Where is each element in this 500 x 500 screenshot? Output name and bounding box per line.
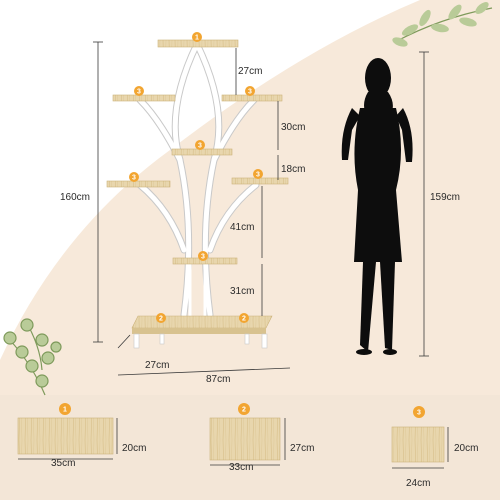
shelf-3-depth: 20cm bbox=[454, 443, 478, 454]
dim-gap-4: 41cm bbox=[230, 222, 254, 233]
shelf-board-2 bbox=[209, 417, 281, 461]
badge-icon: 3 bbox=[129, 172, 139, 182]
badge-icon: 3 bbox=[134, 86, 144, 96]
shelf-1-depth: 20cm bbox=[122, 443, 146, 454]
badge-icon: 2 bbox=[238, 403, 250, 415]
dim-gap-3: 18cm bbox=[281, 164, 305, 175]
shelf-size-panel-1: 1 20cm 35cm bbox=[17, 403, 146, 469]
dim-gap-5: 31cm bbox=[230, 286, 254, 297]
base-front bbox=[132, 328, 266, 334]
shelf-2-width: 33cm bbox=[229, 462, 253, 473]
leaf-decoration-top-right bbox=[392, 2, 493, 47]
svg-text:3: 3 bbox=[417, 410, 421, 417]
badge-icon: 2 bbox=[156, 313, 166, 323]
dim-person-height: 159cm bbox=[430, 192, 460, 203]
shelf-board-3 bbox=[391, 426, 445, 463]
svg-text:2: 2 bbox=[242, 407, 246, 414]
svg-text:3: 3 bbox=[198, 143, 202, 150]
dim-gap-2: 30cm bbox=[281, 122, 305, 133]
shelves bbox=[106, 39, 289, 349]
svg-text:3: 3 bbox=[201, 254, 205, 261]
badge-icon: 3 bbox=[195, 140, 205, 150]
badge-icon: 3 bbox=[198, 251, 208, 261]
dim-width: 87cm bbox=[206, 374, 230, 385]
base-leg-mid-right bbox=[244, 333, 250, 345]
woman-silhouette bbox=[341, 58, 413, 355]
svg-text:2: 2 bbox=[159, 316, 163, 323]
shelf-size-panel-2: 2 27cm 33cm bbox=[209, 403, 314, 473]
base-leg-right bbox=[261, 333, 268, 349]
svg-text:1: 1 bbox=[195, 35, 199, 42]
dim-total-height: 160cm bbox=[60, 192, 90, 203]
shelf-upper-left bbox=[112, 94, 176, 102]
base-platform bbox=[131, 315, 273, 329]
badge-icon: 2 bbox=[239, 313, 249, 323]
shelf-lower-left bbox=[106, 180, 171, 188]
badge-icon: 3 bbox=[245, 86, 255, 96]
svg-text:2: 2 bbox=[242, 316, 246, 323]
shelf-1-width: 35cm bbox=[51, 458, 75, 469]
shelf-2-depth: 27cm bbox=[290, 443, 314, 454]
plant-stand-frame bbox=[136, 40, 260, 320]
shelf-3-width: 24cm bbox=[406, 478, 430, 489]
svg-text:3: 3 bbox=[248, 89, 252, 96]
dimension-lines bbox=[93, 41, 429, 376]
shelf-lower-right bbox=[231, 177, 289, 185]
svg-text:3: 3 bbox=[256, 172, 260, 179]
shelf-size-panel-3: 3 20cm 24cm bbox=[391, 406, 478, 489]
base-leg-left bbox=[133, 333, 140, 349]
base-leg-mid-left bbox=[159, 333, 165, 345]
badge-icon: 3 bbox=[413, 406, 425, 418]
shelf-middle bbox=[171, 148, 233, 156]
dim-depth: 27cm bbox=[145, 360, 169, 371]
svg-text:1: 1 bbox=[63, 407, 67, 414]
leaf-decoration-bottom-left bbox=[3, 318, 62, 396]
badge-icon: 1 bbox=[192, 32, 202, 42]
shelf-upper-right bbox=[221, 94, 283, 102]
dim-gap-1: 27cm bbox=[238, 66, 262, 77]
svg-text:3: 3 bbox=[132, 175, 136, 182]
stand-badges: 1 3 3 3 3 3 3 2 2 bbox=[129, 32, 263, 323]
shelf-board-1 bbox=[17, 417, 114, 455]
badge-icon: 1 bbox=[59, 403, 71, 415]
svg-text:3: 3 bbox=[137, 89, 141, 96]
badge-icon: 3 bbox=[253, 169, 263, 179]
